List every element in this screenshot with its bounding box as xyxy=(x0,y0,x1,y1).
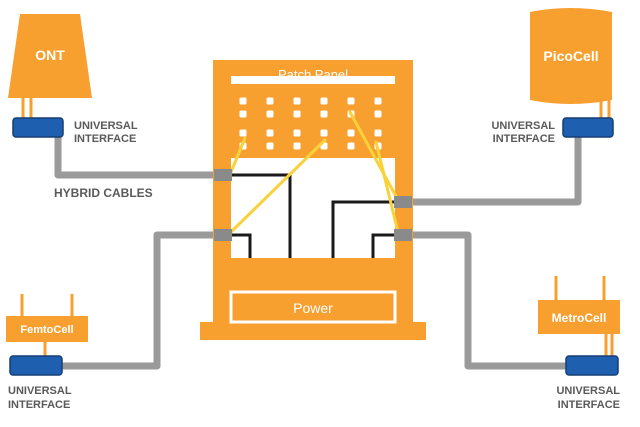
patch-port xyxy=(293,110,301,118)
cable-metrocell xyxy=(404,231,568,370)
fiber-3 xyxy=(348,110,400,202)
patch-panel-ports xyxy=(239,97,382,150)
ont-interface-label-line2: INTERFACE xyxy=(74,133,136,145)
rack-shelf xyxy=(231,258,395,292)
metrocell-device: MetroCell xyxy=(538,276,620,376)
cable-femtocell xyxy=(62,231,218,370)
rack-top-bar xyxy=(213,60,413,76)
cable-picocell xyxy=(404,135,582,206)
patch-port xyxy=(266,97,274,105)
metrocell-body xyxy=(538,300,620,334)
connector-right-top xyxy=(394,196,412,208)
internal-cable-3 xyxy=(331,200,395,258)
rack-connectors xyxy=(214,169,412,241)
patch-port xyxy=(320,129,328,137)
metrocell-interface-label-line1: UNIVERSAL xyxy=(556,385,620,397)
ont-device: ONT xyxy=(8,14,92,138)
ont-interface-label-line1: UNIVERSAL xyxy=(74,120,138,132)
power-unit xyxy=(229,290,397,324)
rack-base xyxy=(200,322,426,340)
picocell-label: PicoCell xyxy=(543,48,598,64)
patch-port xyxy=(239,97,247,105)
patch-port xyxy=(266,142,274,150)
femtocell-label: FemtoCell xyxy=(20,324,73,336)
patch-port xyxy=(293,97,301,105)
metrocell-interface-label-line2: INTERFACE xyxy=(558,399,620,411)
internal-cable-2 xyxy=(231,233,252,258)
connector-left-top xyxy=(214,169,232,181)
cable-ont xyxy=(54,135,218,179)
internal-cables xyxy=(231,173,395,258)
patch-port xyxy=(266,110,274,118)
metrocell-label: MetroCell xyxy=(552,311,607,325)
connector-left-bottom xyxy=(214,229,232,241)
picocell-device: PicoCell xyxy=(530,8,614,138)
patch-port xyxy=(374,110,382,118)
internal-cable-1 xyxy=(231,173,292,258)
patch-port xyxy=(347,129,355,137)
power-label: Power xyxy=(293,300,333,316)
patch-port xyxy=(239,110,247,118)
femtocell-body xyxy=(6,316,88,342)
fiber-4 xyxy=(374,140,400,234)
internal-cable-4 xyxy=(371,233,395,258)
connector-right-bottom xyxy=(394,229,412,241)
fiber-2 xyxy=(229,138,327,234)
rack: Patch Panel Power xyxy=(200,60,426,340)
rack-left-post xyxy=(213,60,231,328)
femtocell-interface-label-line1: UNIVERSAL xyxy=(8,385,72,397)
patch-port xyxy=(293,142,301,150)
picocell-body xyxy=(530,8,612,104)
fiber-jumpers xyxy=(229,110,400,234)
femtocell-universal-interface xyxy=(9,355,63,376)
patch-port xyxy=(320,97,328,105)
femtocell-interface-label-line2: INTERFACE xyxy=(8,399,70,411)
patch-port xyxy=(374,129,382,137)
picocell-interface-label-line2: INTERFACE xyxy=(493,133,555,145)
patch-panel-label: Patch Panel xyxy=(278,67,348,82)
picocell-universal-interface xyxy=(562,117,614,138)
patch-port xyxy=(374,97,382,105)
patch-port xyxy=(293,129,301,137)
picocell-interface-label-line1: UNIVERSAL xyxy=(491,120,555,132)
femtocell-device: FemtoCell xyxy=(6,294,88,376)
patch-port xyxy=(347,142,355,150)
patch-port xyxy=(239,129,247,137)
patch-port xyxy=(266,129,274,137)
rack-right-post xyxy=(395,60,413,328)
ont-body xyxy=(8,14,92,98)
fiber-1 xyxy=(229,136,247,174)
patch-port xyxy=(347,97,355,105)
hybrid-cables-label: HYBRID CABLES xyxy=(54,186,153,200)
patch-port xyxy=(320,110,328,118)
metrocell-universal-interface xyxy=(565,355,619,376)
hybrid-cables xyxy=(54,135,582,370)
ont-label: ONT xyxy=(35,47,65,63)
ont-universal-interface xyxy=(12,117,64,138)
